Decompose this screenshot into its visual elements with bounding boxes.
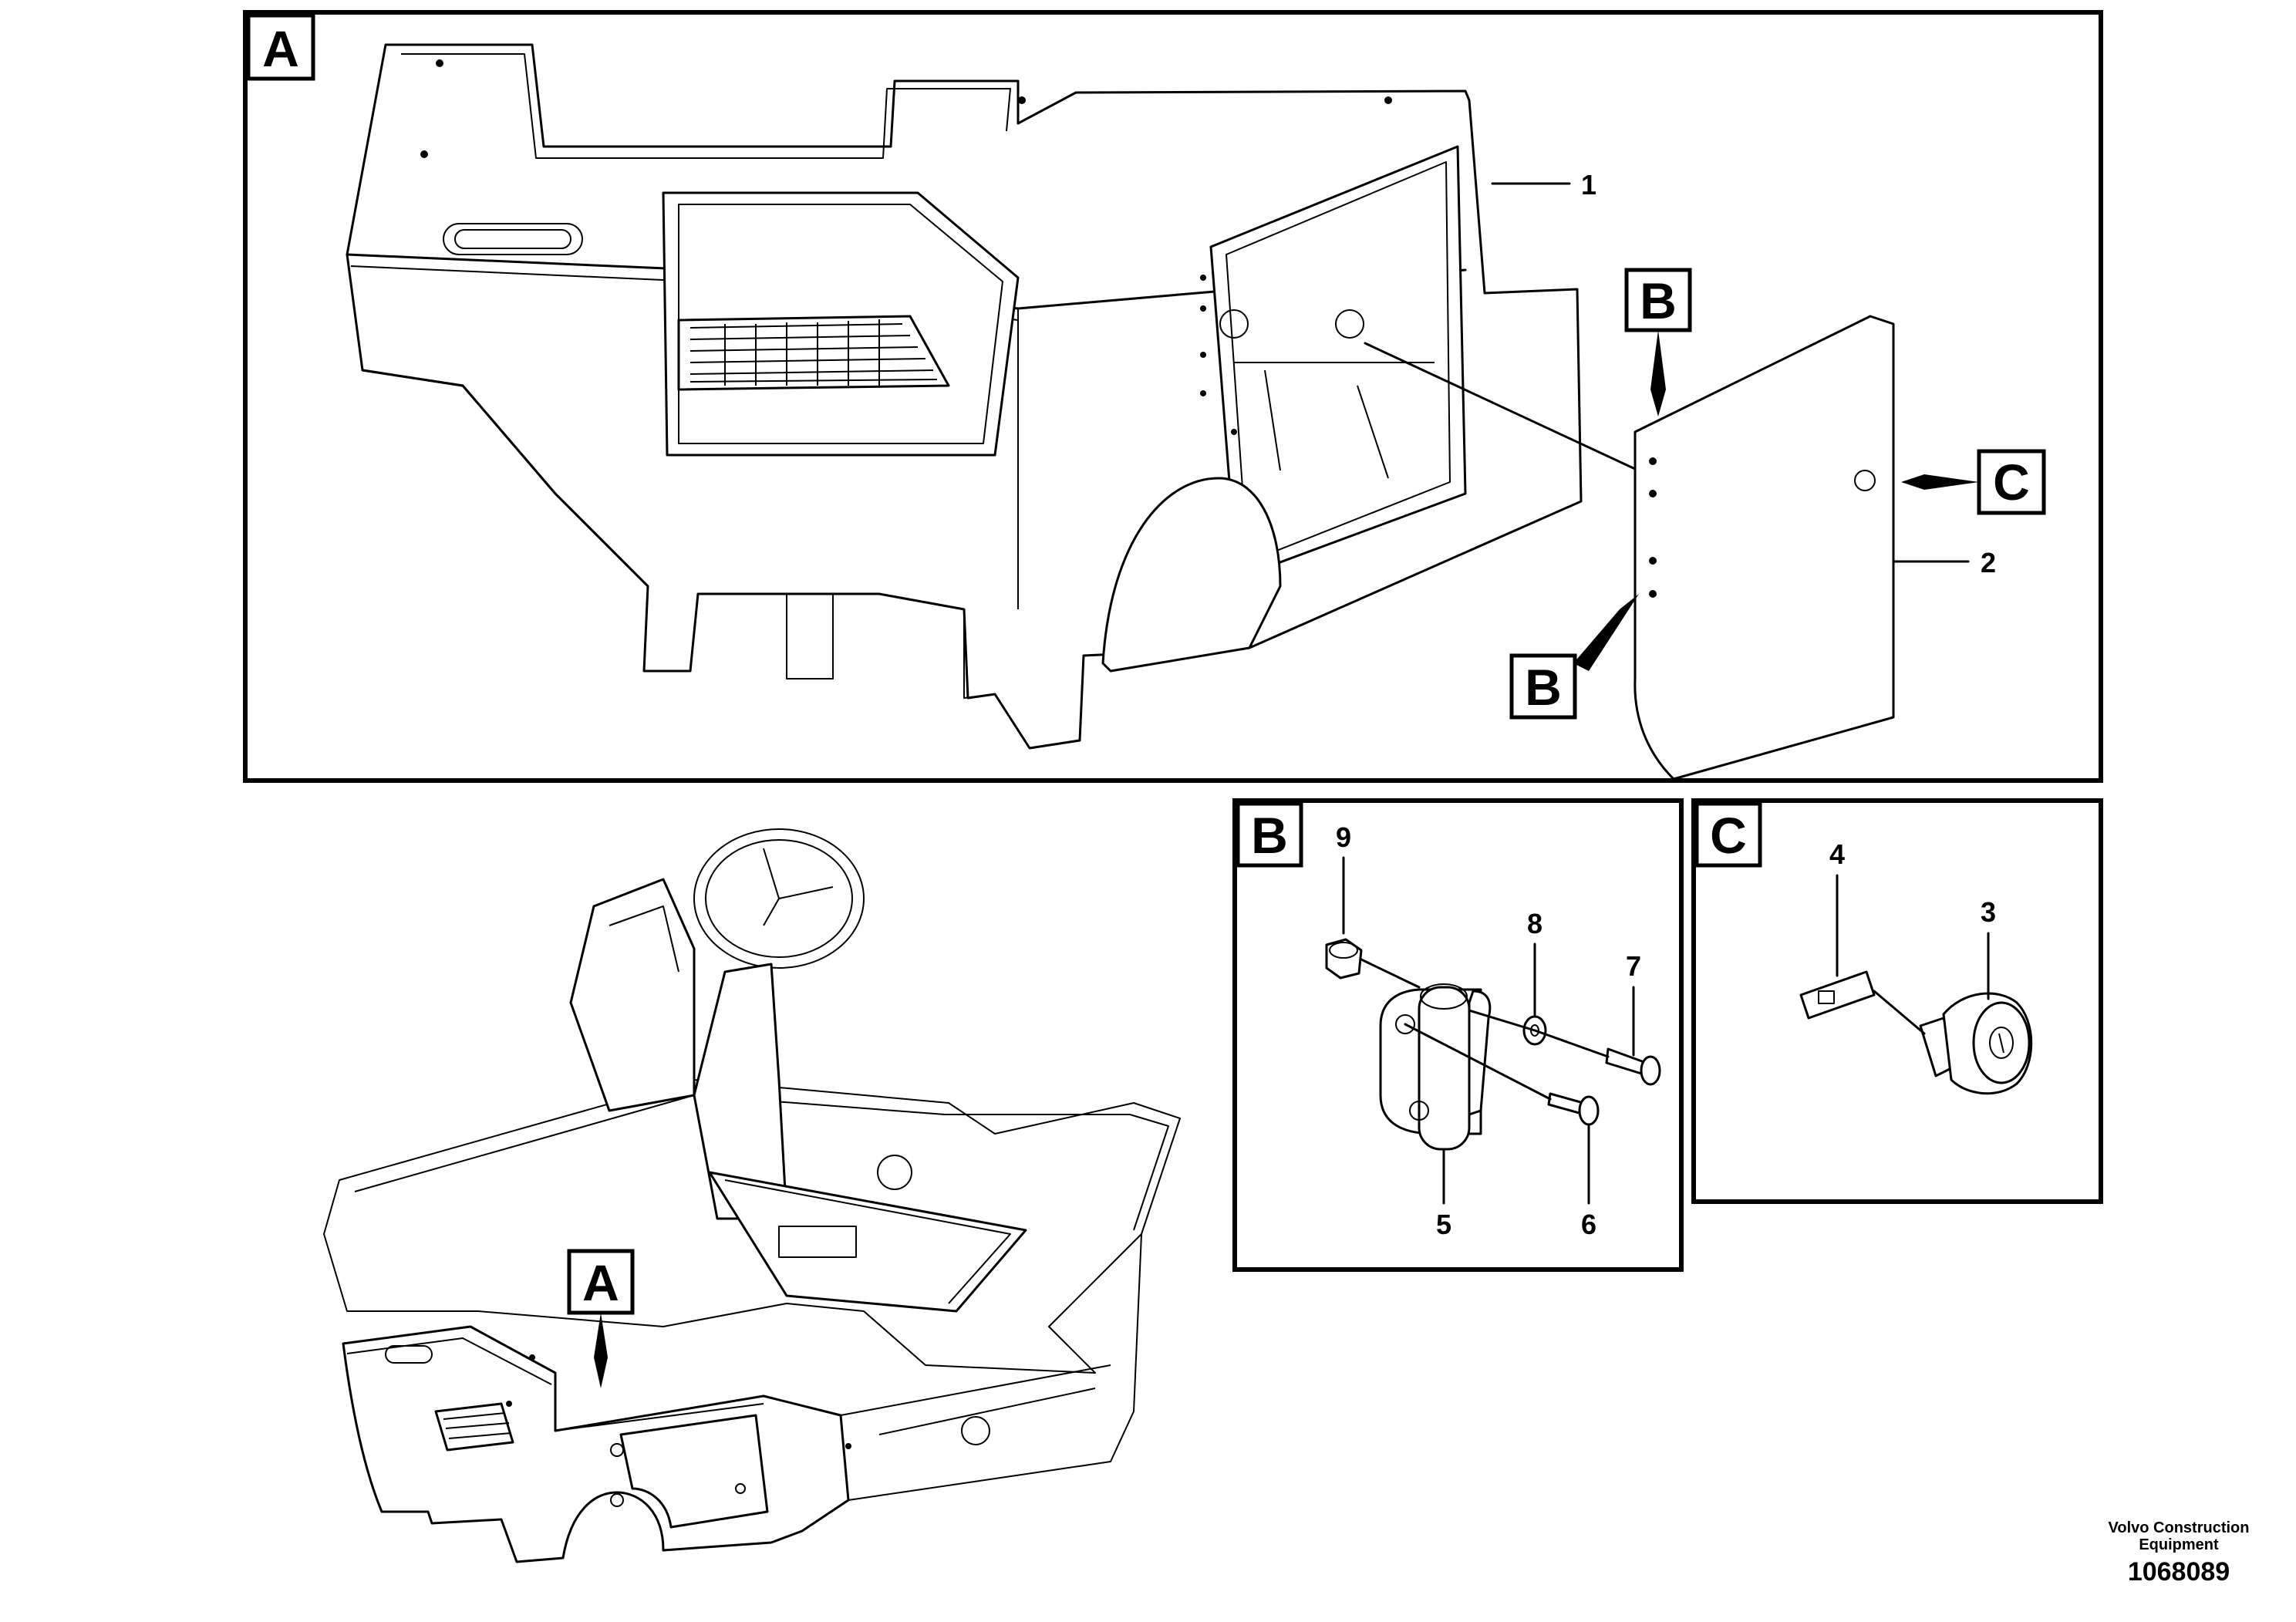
- figure-number: 1068089: [2127, 1557, 2230, 1587]
- credit-line-1: Volvo Construction: [2108, 1519, 2250, 1536]
- panel-c-tag: C: [1710, 807, 1747, 864]
- machine-overview-drawing: A: [323, 828, 1181, 1563]
- panel-a-tag-box: [246, 13, 315, 81]
- overview-a-label: A: [582, 1254, 619, 1311]
- panel-a-b-lower-box: [1509, 653, 1577, 720]
- credit-block: Volvo Construction Equipment 1068089: [2075, 1519, 2283, 1590]
- callout-1: 1: [1581, 169, 1596, 201]
- panel-a-b-lower-label: B: [1525, 659, 1562, 716]
- hinge-assembly-drawing: [1325, 938, 1661, 1151]
- callout-4: 4: [1829, 838, 1845, 870]
- panel-a-c-label: C: [1993, 454, 2030, 511]
- detail-panel-a: A: [243, 10, 2103, 783]
- panel-a-b-lower-arrow: [1573, 594, 1639, 671]
- panel-a-frame: [243, 10, 2103, 783]
- side-cover-drawing: [1364, 315, 1895, 781]
- callout-3: 3: [1981, 896, 1996, 928]
- panel-b-tag-box: [1236, 801, 1303, 868]
- detail-panel-b: B 9 8: [1232, 798, 1684, 1272]
- body-panel-drawing: [346, 43, 1583, 750]
- callout-8: 8: [1527, 908, 1542, 939]
- callout-9: 9: [1336, 821, 1351, 853]
- callout-2: 2: [1981, 547, 1996, 578]
- callout-6: 6: [1581, 1209, 1596, 1240]
- credit-line-2: Equipment: [2139, 1536, 2219, 1553]
- panel-c-tag-box: [1694, 801, 1762, 868]
- panel-a-b-upper-box: [1624, 268, 1692, 332]
- panel-a-tag: A: [262, 20, 299, 77]
- cam-lock-drawing: [1799, 970, 2033, 1095]
- overview-a-arrow: [594, 1313, 608, 1388]
- panel-b-frame: [1232, 798, 1684, 1272]
- panel-c-frame: [1691, 798, 2103, 1204]
- callout-5: 5: [1436, 1209, 1451, 1240]
- detail-panel-c: C 4 3: [1691, 798, 2103, 1204]
- panel-a-b-upper-label: B: [1640, 272, 1677, 329]
- callout-7: 7: [1626, 950, 1641, 982]
- panel-a-b-upper-arrow: [1650, 330, 1666, 416]
- panel-a-c-arrow: [1901, 474, 1979, 490]
- panel-b-tag: B: [1251, 807, 1288, 864]
